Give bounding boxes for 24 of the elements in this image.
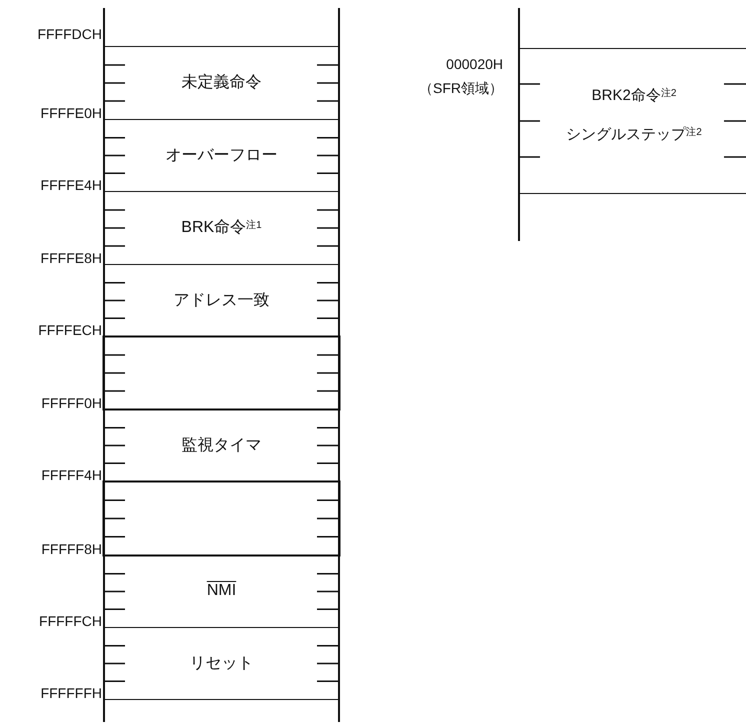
entry-label: リセット [190, 654, 254, 674]
address-label: FFFFECH [38, 322, 102, 338]
address-label: FFFFF0H [41, 395, 102, 411]
entry-label: アドレス一致 [174, 291, 270, 311]
address-label: FFFFFCH [39, 613, 102, 629]
empty-entry [103, 481, 340, 556]
address-label: FFFFDCH [37, 26, 102, 42]
address-label: FFFFFFH [40, 685, 102, 701]
address-label: FFFFE8H [40, 250, 102, 266]
entry-label: BRK2命令$^{注2}$ [592, 86, 676, 106]
address-label: 000020H [446, 56, 503, 72]
address-label: FFFFE4H [40, 177, 102, 193]
address-label: FFFFE0H [40, 105, 102, 121]
address-label: FFFFF4H [41, 467, 102, 483]
vector-table-entry [518, 48, 746, 194]
entry-label: オーバーフロー [166, 146, 278, 166]
entry-label: シングルステップ$^{注2}$ [566, 125, 702, 145]
entry-label: BRK命令$^{注1}$ [181, 218, 262, 238]
entry-label: NMI [206, 581, 236, 601]
address-label: （SFR領域） [419, 80, 503, 98]
empty-entry [103, 336, 340, 410]
entry-label: 未定義命令 [182, 73, 262, 93]
entry-label: 監視タイマ [182, 436, 262, 456]
address-label: FFFFF8H [41, 541, 102, 557]
